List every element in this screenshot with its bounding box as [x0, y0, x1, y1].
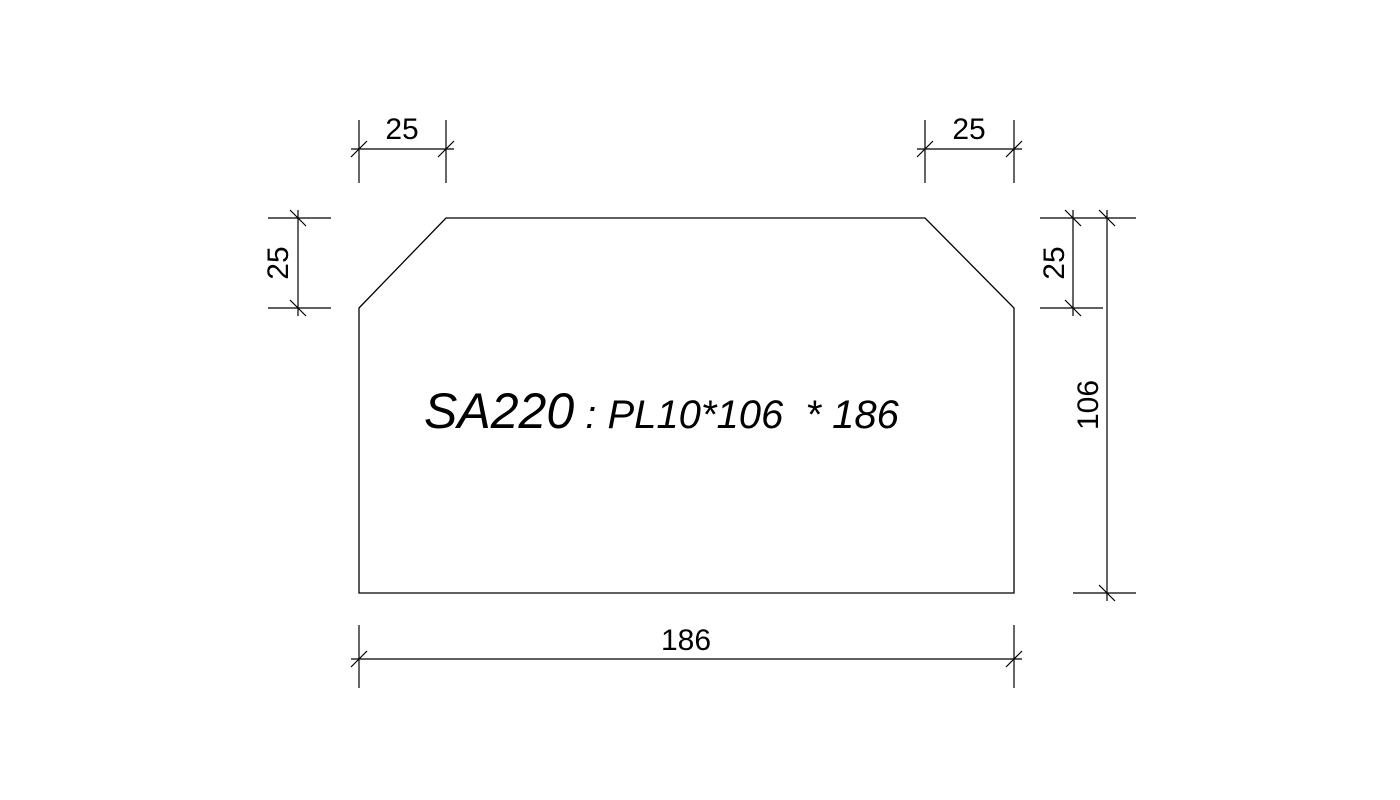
dim-overall-height: 106 — [1072, 209, 1136, 602]
dim-left-chamfer-height: 25 — [262, 209, 331, 317]
dim-top-left-chamfer-width: 25 — [350, 113, 455, 183]
dim-top-right-chamfer-width: 25 — [916, 113, 1023, 183]
dim-overall-width: 186 — [350, 624, 1023, 688]
dim-text-width: 186 — [661, 624, 711, 657]
plate-outline — [358, 217, 1015, 594]
dim-text-top-left: 25 — [385, 113, 418, 146]
part-spec: : PL10*106 * 186 — [574, 393, 899, 437]
part-mark: SA220 — [424, 383, 574, 439]
dim-text-right: 25 — [1038, 246, 1071, 279]
dim-right-chamfer-height: 25 — [1038, 209, 1103, 317]
dim-text-top-right: 25 — [952, 113, 985, 146]
dim-text-left: 25 — [262, 246, 295, 279]
dim-text-height: 106 — [1072, 380, 1105, 430]
part-label: SA220 : PL10*106 * 186 — [424, 383, 900, 439]
